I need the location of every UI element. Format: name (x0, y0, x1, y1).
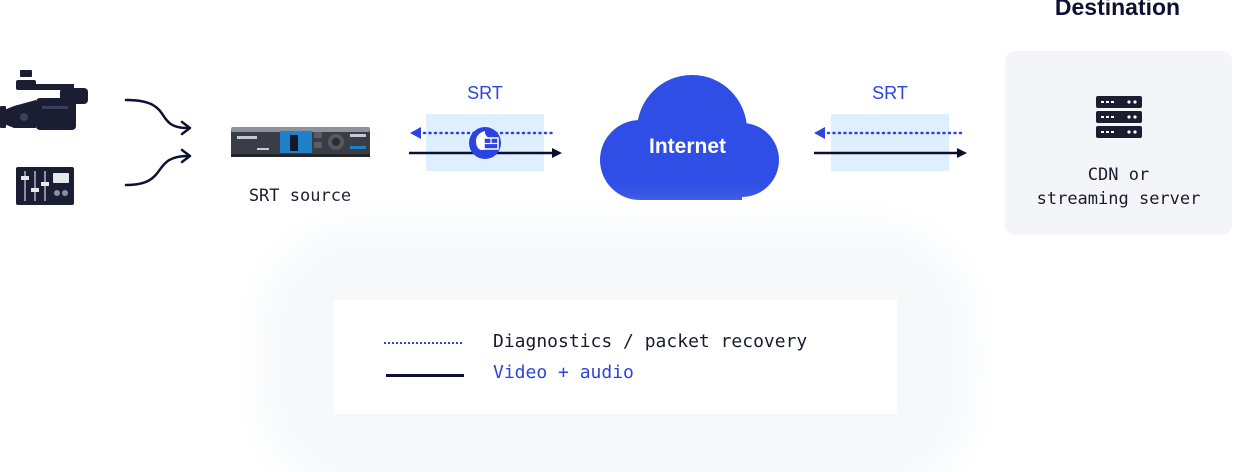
audio-mixer-icon (16, 167, 74, 205)
right-srt-link (814, 114, 967, 171)
encoder-device-icon (231, 127, 370, 157)
camera-input-arrow (124, 98, 190, 130)
internet-label: Internet (648, 135, 726, 158)
destination-caption: CDN or streaming server (1005, 163, 1232, 211)
srt-source-caption: SRT source (248, 186, 352, 206)
legend-dotted-label: Diagnostics / packet recovery (493, 331, 808, 352)
server-rack-icon (1096, 96, 1142, 138)
legend-solid-label: Video + audio (493, 362, 634, 383)
legend-solid-swatch (386, 374, 464, 377)
destination-title: Destination (1054, 0, 1181, 20)
legend-dotted-swatch (384, 342, 462, 344)
input-arrows (124, 98, 192, 187)
right-link-highlight (831, 114, 949, 171)
left-srt-label: SRT (467, 83, 503, 103)
right-srt-label: SRT (872, 83, 908, 103)
cloud-icon (600, 75, 779, 200)
firewall-icon (469, 127, 501, 159)
destination-caption-line2: streaming server (1036, 189, 1201, 209)
destination-caption-line1: CDN or (1087, 165, 1150, 185)
destination-panel (1005, 51, 1232, 235)
legend-card (334, 300, 897, 414)
mixer-input-arrow (124, 154, 190, 187)
video-camera-icon (0, 70, 88, 130)
left-srt-link (409, 114, 562, 171)
